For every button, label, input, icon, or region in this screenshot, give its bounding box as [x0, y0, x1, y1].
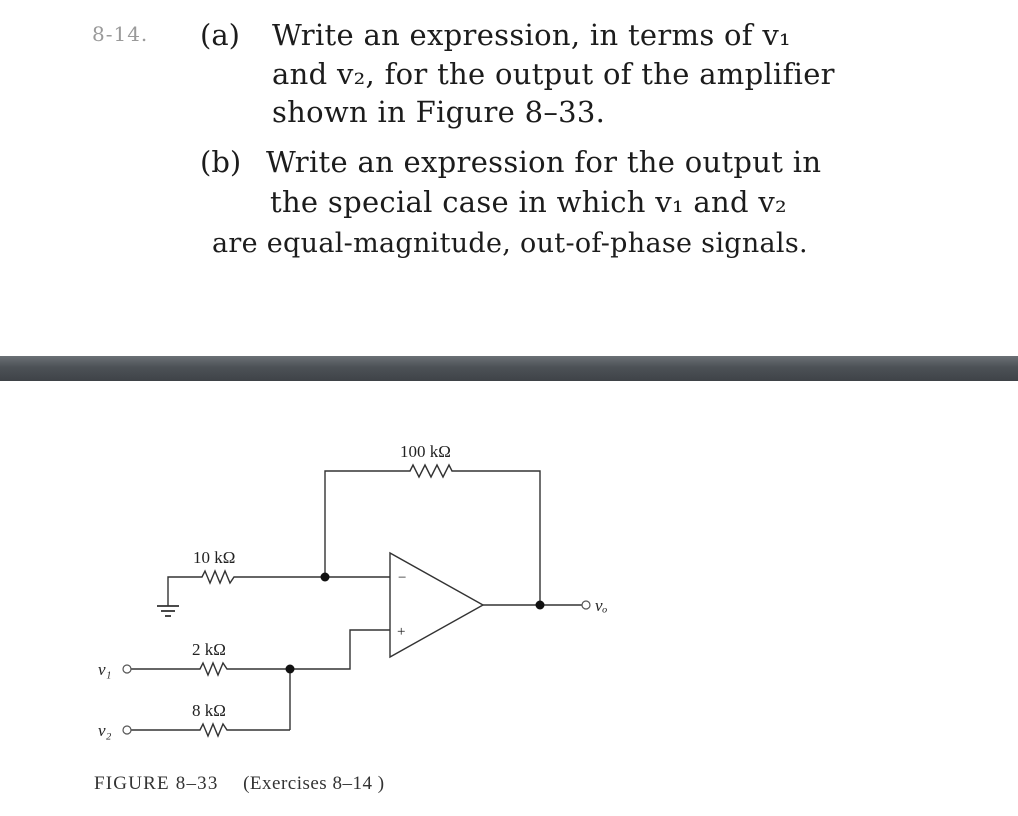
figure-caption-text: (Exercises 8–14 ) — [243, 773, 385, 794]
input1-resistor-symbol — [196, 661, 230, 677]
part-a-label: (a) — [200, 18, 240, 52]
feedback-wire-right — [460, 470, 541, 605]
figure-caption: FIGURE 8–33 (Exercises 8–14 ) — [94, 773, 385, 795]
input1-resistor-label: 2 kΩ — [192, 640, 226, 659]
circuit-figure: 100 kΩ 10 kΩ 2 kΩ 8 kΩ v₁ v₂ vₒ − + FIGU… — [0, 381, 1018, 816]
feedback-resistor-label: 100 kΩ — [400, 442, 451, 461]
input1-terminal-icon — [122, 664, 132, 674]
section-divider-bar — [0, 356, 1018, 381]
output-terminal-label: vₒ — [595, 596, 608, 615]
opamp-triangle — [389, 551, 485, 659]
input-junction-dot — [285, 664, 295, 674]
ground-resistor-label: 10 kΩ — [193, 548, 235, 567]
part-b-line-1: Write an expression for the output in — [266, 145, 822, 179]
part-a-line-3: shown in Figure 8–33. — [272, 95, 606, 129]
output-junction-dot — [535, 600, 545, 610]
input1-terminal-label: v₁ — [98, 660, 111, 679]
feedback-resistor-symbol — [405, 463, 460, 479]
ground-wire — [167, 576, 196, 606]
input2-resistor-symbol — [196, 722, 230, 738]
noninverting-input-sign: + — [397, 624, 405, 640]
input2-terminal-icon — [122, 725, 132, 735]
problem-statement: 8-14. (a) Write an expression, in terms … — [0, 0, 1018, 300]
circuit-wires — [131, 470, 582, 731]
circuit-diagram: 100 kΩ 10 kΩ 2 kΩ 8 kΩ v₁ v₂ vₒ − + — [98, 442, 608, 740]
part-b-line-2: the special case in which v₁ and v₂ — [270, 185, 787, 219]
inverting-input-sign: − — [398, 570, 406, 586]
ground-icon — [157, 605, 179, 617]
input2-terminal-label: v₂ — [98, 721, 112, 740]
output-terminal-icon — [581, 600, 591, 610]
figure-caption-label: FIGURE 8–33 — [94, 773, 219, 794]
input2-resistor-label: 8 kΩ — [192, 701, 226, 720]
problem-number: 8-14. — [92, 22, 149, 46]
part-a-line-1: Write an expression, in terms of v₁ — [272, 18, 791, 52]
noninverting-input-wire — [290, 629, 390, 670]
part-b-label: (b) — [200, 145, 242, 179]
feedback-wire-left — [324, 470, 405, 577]
ground-resistor-symbol — [196, 569, 238, 585]
part-b-line-3: are equal-magnitude, out-of-phase signal… — [212, 228, 808, 259]
part-a-line-2: and v₂, for the output of the amplifier — [272, 57, 835, 91]
inverting-junction-dot — [320, 572, 330, 582]
